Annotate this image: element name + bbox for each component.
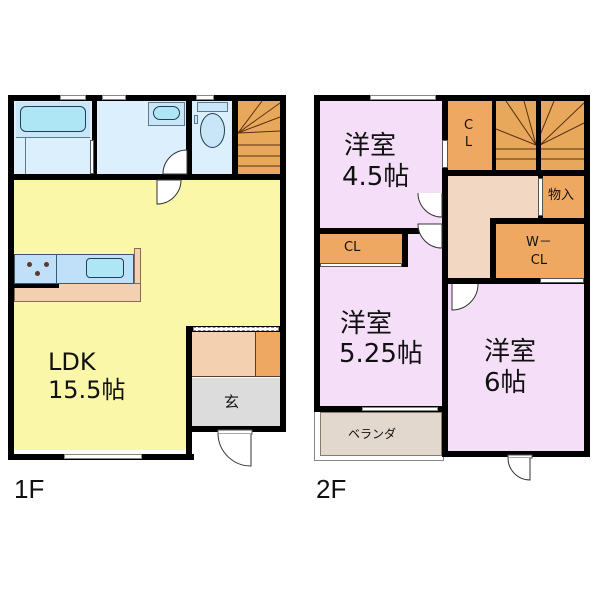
western-room-2-label: 洋室 — [340, 309, 393, 339]
closet-2-label: CL — [344, 240, 361, 255]
stairs-1f — [238, 101, 280, 174]
wall — [186, 101, 192, 174]
shoe-storage — [192, 332, 256, 377]
wall — [92, 101, 97, 174]
wall — [492, 101, 496, 176]
western-room-1-size: 4.5帖 — [342, 162, 410, 192]
room-entrance — [192, 378, 280, 426]
stairs-1f-lines — [237, 100, 281, 167]
bath-door[interactable] — [90, 140, 94, 174]
window — [193, 327, 279, 331]
window — [370, 95, 436, 100]
toilet-tank — [197, 102, 228, 112]
western-room-2-size: 5.25帖 — [339, 339, 423, 369]
wall — [314, 95, 320, 412]
wall — [186, 426, 286, 432]
wall — [186, 326, 192, 460]
door-swing[interactable] — [155, 149, 195, 210]
floor-label-1f: 1F — [14, 474, 45, 504]
entrance-door[interactable] — [217, 429, 258, 467]
door-swing[interactable] — [414, 190, 448, 260]
window — [64, 454, 142, 459]
balcony-label: ベランダ — [348, 427, 397, 441]
wall — [448, 170, 584, 176]
window — [60, 95, 86, 100]
toilet-paper — [194, 115, 198, 124]
wall — [8, 174, 286, 180]
room-western-3 — [448, 280, 584, 451]
window — [362, 407, 438, 411]
western-room-1-label: 洋室 — [344, 131, 397, 161]
storage-label: 物入 — [548, 188, 575, 203]
wall — [448, 278, 590, 284]
western-room-3-label: 洋室 — [484, 337, 537, 367]
western-room-3-size: 6帖 — [484, 368, 527, 398]
stove-burner — [27, 262, 32, 267]
stair-divider — [536, 101, 541, 170]
wash-basin — [153, 106, 180, 120]
wall — [314, 228, 448, 234]
kitchen-wall-stub — [14, 284, 59, 288]
floor-label-2f: 2F — [316, 474, 347, 504]
wall — [584, 95, 590, 457]
door-swing[interactable] — [451, 283, 486, 314]
wall — [314, 95, 590, 101]
shoe-storage-cabinet — [256, 332, 280, 377]
toilet-bowl — [200, 113, 225, 148]
closet-2 — [320, 234, 402, 263]
ldk-label: LDK — [48, 348, 96, 376]
kitchen-sink — [86, 258, 124, 278]
wall — [490, 218, 590, 224]
room-western-1 — [320, 101, 442, 228]
kitchen-counter-wall — [134, 248, 141, 284]
walk-in-closet-label: W－CL — [526, 235, 552, 268]
wall — [8, 95, 14, 460]
wall — [442, 451, 590, 457]
kitchen-counter-bottom — [14, 284, 141, 302]
kitchen-divider — [56, 254, 57, 284]
closet-2-doors[interactable] — [320, 263, 402, 267]
storage — [543, 176, 584, 218]
wall — [402, 228, 408, 267]
bathtub-basin — [20, 106, 86, 132]
entrance-label: 玄 — [224, 393, 240, 411]
door-swing[interactable] — [507, 454, 536, 481]
balcony — [320, 412, 442, 456]
wall — [280, 95, 286, 332]
stove-burner — [44, 262, 49, 267]
ldk-size: 15.5帖 — [48, 376, 126, 404]
bath-divider — [25, 138, 26, 174]
wall — [280, 326, 286, 432]
wall — [232, 101, 238, 174]
wic-door[interactable] — [540, 278, 584, 283]
closet-1 — [448, 101, 492, 170]
wall — [8, 95, 286, 101]
walk-in-closet — [496, 224, 584, 278]
wall — [490, 218, 496, 284]
wall — [442, 95, 448, 457]
stove-burner — [35, 271, 40, 276]
window — [102, 95, 126, 100]
closet-1-door[interactable] — [442, 140, 448, 168]
storage-door[interactable] — [538, 178, 543, 216]
window — [196, 95, 214, 100]
